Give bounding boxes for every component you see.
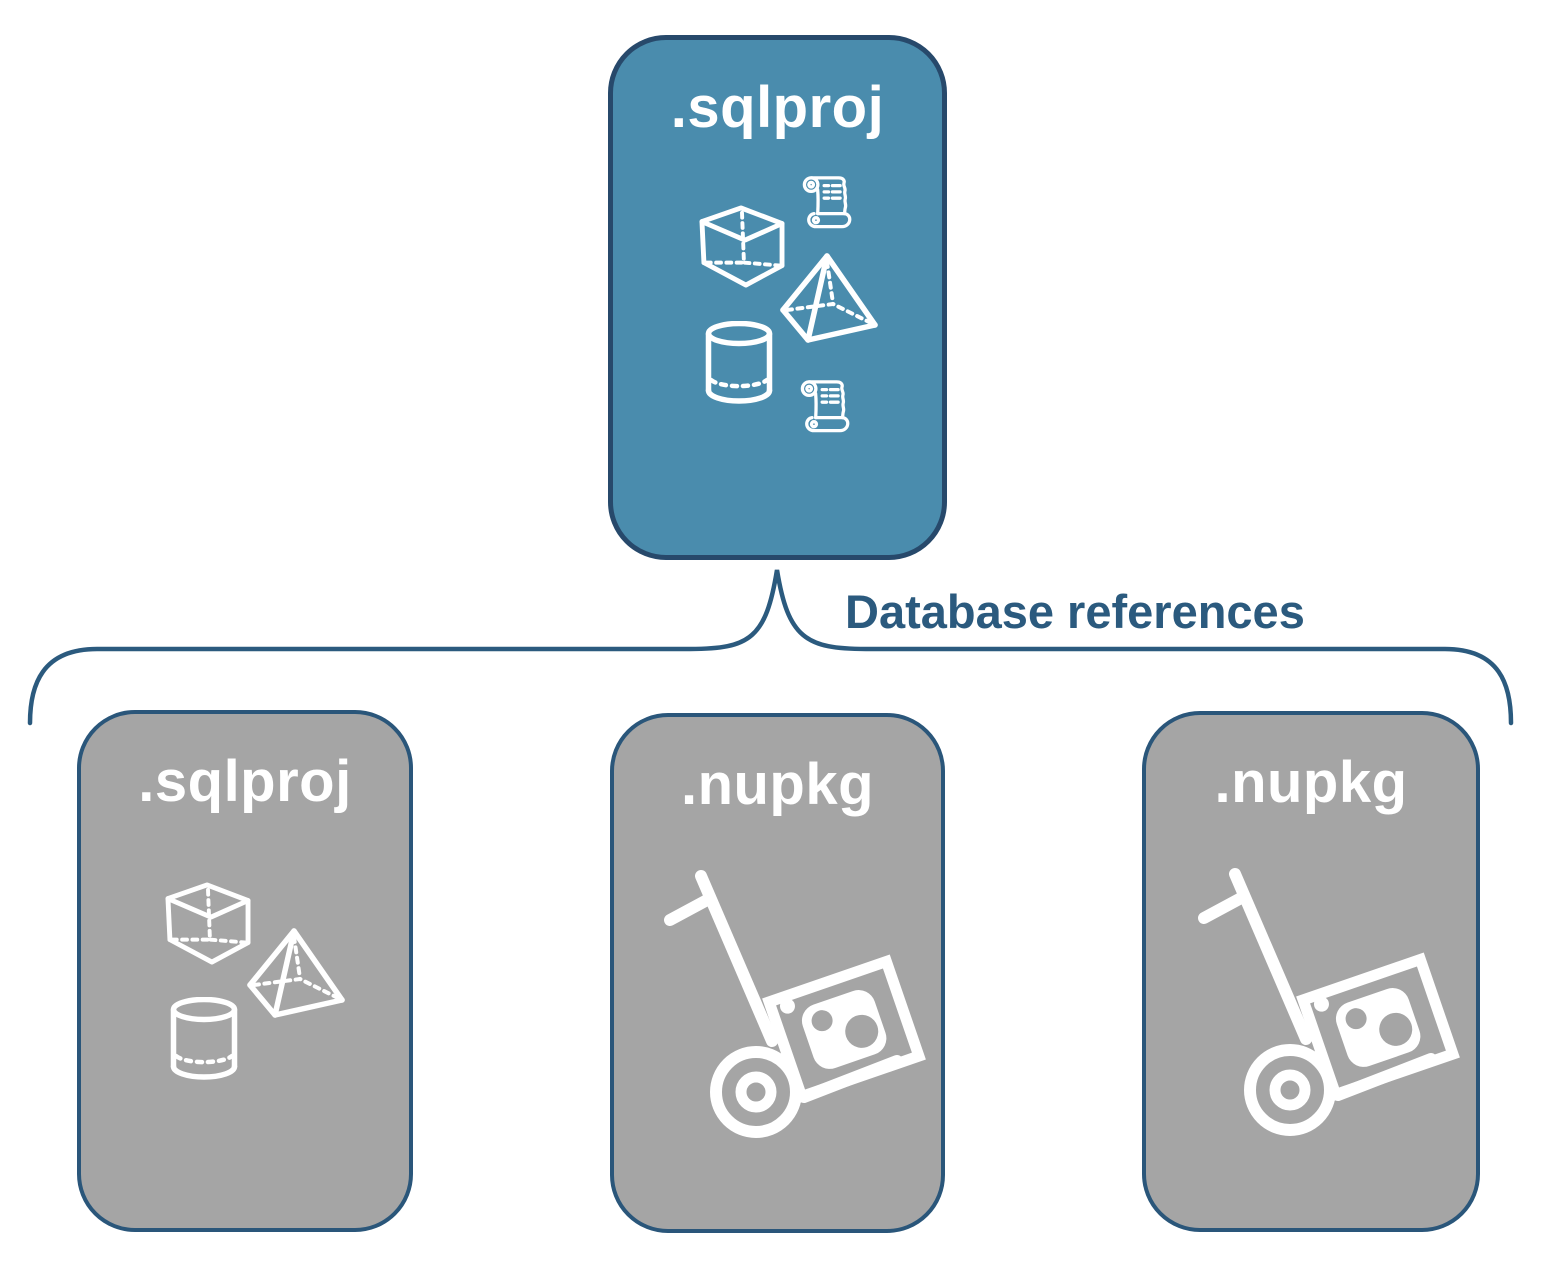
nuget-dolly-icon [654,867,944,1157]
cylinder-icon [170,997,238,1081]
child-node-sqlproj: .sqlproj [77,710,413,1232]
scroll-icon [801,174,857,232]
node-label: .nupkg [1214,750,1408,815]
scroll-icon [799,378,855,436]
pyramid-icon [242,923,346,1019]
child-node-nupkg-2: .nupkg [1142,711,1480,1232]
nuget-dolly-icon [1188,865,1478,1155]
child-node-nupkg-1: .nupkg [610,713,945,1233]
pyramid-icon [775,248,879,344]
node-label: .nupkg [680,752,875,817]
cube-icon [165,882,251,965]
edge-label: Database references [845,585,1305,638]
cylinder-icon [705,321,773,405]
cube-icon [699,205,785,288]
node-label: .sqlproj [670,75,885,140]
node-label: .sqlproj [138,749,352,814]
root-node-sqlproj: .sqlproj [608,35,947,560]
